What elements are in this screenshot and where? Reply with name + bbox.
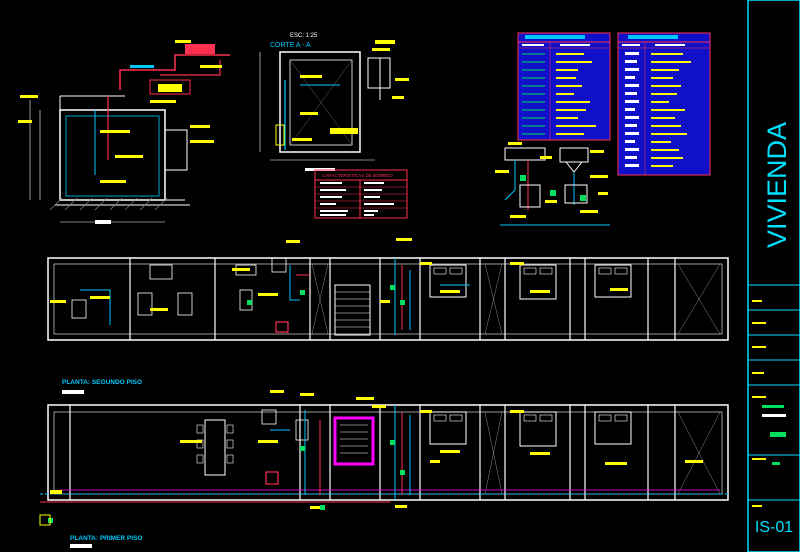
floor2-title: PLANTA: SEGUNDO PISO (62, 379, 142, 386)
floor1-title: PLANTA: PRIMER PISO (70, 535, 142, 542)
fixture-details (495, 142, 610, 226)
section-scale: ESC: 1:25 (290, 33, 318, 39)
floor-plan-first (39, 390, 730, 526)
floor-plan-second (47, 238, 729, 341)
legend-water (517, 32, 611, 141)
title-block: VIVIENDA IS-01 (747, 0, 800, 552)
legend-drainage (617, 32, 711, 176)
sheet-code: IS-01 (755, 519, 793, 536)
pump-table-title: CARACTERISTICAS DE BOMBEO (322, 173, 393, 178)
section-a-a: ESC: 1:25 CORTE A - A (259, 33, 409, 171)
tank-detail (18, 40, 230, 224)
pump-table: CARACTERISTICAS DE BOMBEO (314, 169, 408, 219)
section-title: CORTE A - A (270, 42, 311, 49)
project-title: VIVIENDA (762, 122, 792, 248)
